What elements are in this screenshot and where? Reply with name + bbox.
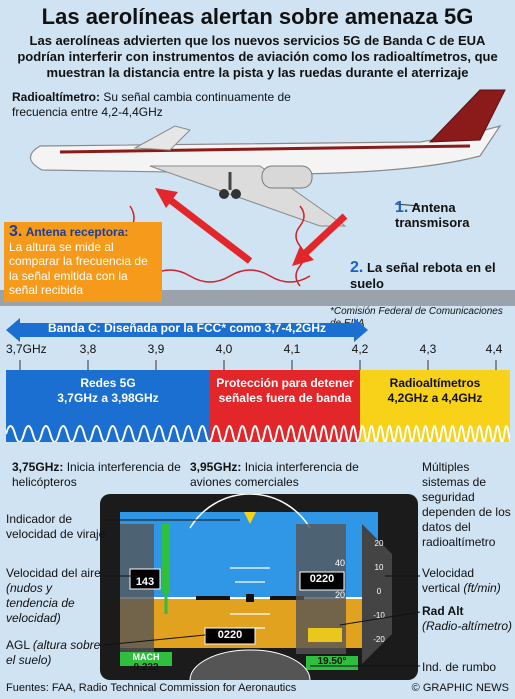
signal-wave-bounce [149,269,311,283]
radio-note: Radioaltímetro: Su señal cambia continua… [12,90,342,120]
speed-box [129,568,161,590]
step-2-num: 2. [350,259,364,276]
subtitle: Las aerolíneas advierten que los nuevos … [17,33,498,80]
step-3-label: Antena receptora: [25,225,129,239]
tick-4-3: 4,3 [419,342,437,356]
note-3-95-text: Inicia interferencia de aviones comercia… [190,460,359,489]
callout-speed-b: aire [80,566,101,580]
callout-agl-b: (altura sobre el suelo) [6,638,101,667]
step-1-label: Antena transmisora [395,200,470,230]
note-3-95-bold: 3,95GHz: [190,460,242,474]
callout-vs: Velocidad vertical (ft/min) [422,566,514,596]
radio-label: Radioaltímetro: [12,90,101,104]
wing [149,165,347,227]
cockpit-display [100,494,418,680]
agl-value: 0220 [217,629,243,641]
heading-value: 19.50° [317,656,347,667]
band-5g-line1: Redes 5G [80,376,136,390]
tick-3-7: 3,7GHz [6,342,47,356]
step-2: 2. La señal rebota en el suelo [350,260,510,292]
callout-speed-c: (nudos y tendencia de velocidad) [6,581,75,625]
agl-box [204,627,256,645]
sources: Fuentes: FAA, Radio Technical Commission… [6,682,297,694]
callout-radalt: Rad Alt (Radio-altímetro) [422,604,514,634]
step-1: 1. Antena transmisora [395,199,510,231]
band-5g-line2: 3,7GHz a 3,98GHz [57,391,159,405]
band-protection-line1: Protección para detener [216,376,354,390]
note-3-75-bold: 3,75GHz: [12,460,64,474]
engine [261,165,313,189]
tick-3-9: 3,9 [147,342,165,356]
step-3-num: 3. [9,223,23,240]
note-3-95: 3,95GHz: Inicia interferencia de aviones… [190,460,380,490]
callout-vs-a: Velocidad vertical [422,566,475,595]
mach-value: 0.222 [133,662,159,673]
band-radioalt [360,370,510,442]
tick-4-1: 4,1 [283,342,301,356]
far-wing [133,125,191,151]
speed-trend [162,524,170,594]
vs-tick-0: 0 [376,587,382,596]
vs-tick-m20: -20 [373,635,385,644]
speed-value: 143 [135,576,155,588]
callout-vs-b: (ft/min) [463,581,501,595]
vs-ticks: 20 10 0 -10 -20 [364,532,394,652]
page-title: Las aerolíneas alertan sobre amenaza 5G [41,4,474,29]
band-radioalt-label: Radioaltímetros 4,2GHz a 4,4GHz [360,376,510,406]
vs-tick-20: 20 [374,539,384,548]
callout-speed-a: Velocidad del [6,566,78,580]
tick-4-2: 4,2 [351,342,369,356]
radio-text: Su señal cambia continuamente de frecuen… [12,90,291,119]
tick-4-4: 4,4 [485,342,503,356]
note-multiple: Múltiples sistemas de seguridad dependen… [422,460,511,549]
callout-radalt-b: (Radio-altímetro) [422,619,513,633]
callout-speed: Velocidad del aire (nudos y tendencia de… [6,566,106,626]
tick-3-8: 3,8 [79,342,97,356]
step-3-box: 3. Antena receptora: La altura se mide a… [4,222,162,302]
band-protection-line2: señales fuera de banda [218,391,352,405]
aircraft-illustration [0,89,515,306]
frequency-ticks: 3,7GHz 3,8 3,9 4,0 4,1 4,2 4,3 4,4 [0,342,515,362]
callout-agl-a: AGL [6,638,30,652]
credit: © GRAPHIC NEWS [411,682,509,694]
tape-top-value: 40 [334,558,345,568]
mach-box [120,652,172,666]
band-radioalt-line2: 4,2GHz a 4,4GHz [387,391,483,405]
arrow-down [297,213,348,261]
roll-arc [189,494,311,529]
roll-pointer [244,512,256,524]
step-3-text: La altura se mide al comparar la frecuen… [9,239,148,298]
antenna-pointer [394,203,421,207]
band-protection-label: Protección para detener señales fuera de… [210,376,360,406]
altitude-value: 0220 [309,573,335,585]
arrow-up [162,193,253,264]
callout-agl: AGL (altura sobre el suelo) [6,638,106,668]
tick-4-0: 4,0 [215,342,233,356]
band-c-arrow [6,318,368,342]
callout-lines [103,519,421,667]
band-5g-label: Redes 5G 3,7GHz a 3,98GHz [6,376,210,406]
vs-tick-m10: -10 [373,611,385,620]
note-3-75: 3,75GHz: Inicia interferencia de helicóp… [12,460,192,490]
vs-tick-10: 10 [374,563,384,572]
callout-radalt-a: Rad Alt [422,604,464,618]
altitude-box [299,571,345,591]
note-3-75-text: Inicia interferencia de helicópteros [12,460,181,489]
tail-fin [428,89,506,143]
aircraft-symbol [246,594,254,602]
vs-scale [362,524,392,664]
callout-heading: Ind. de rumbo [422,660,497,674]
band-wave [6,425,510,442]
fuselage-stripe [59,144,471,154]
heading-arc [189,649,311,680]
mach-label: MACH [132,652,160,662]
tape-mid-value: 20 [334,590,345,600]
callout-roll: Indicador de velocidad de viraje [6,512,106,541]
band-c-label: Banda C: Diseñada por la FCC* como 3,7-4… [47,321,327,335]
step-1-num: 1. [395,199,409,216]
step-2-label: La señal rebota en el suelo [350,260,496,291]
band-radioalt-line1: Radioaltímetros [389,376,481,390]
radalt-stripe [308,628,342,642]
